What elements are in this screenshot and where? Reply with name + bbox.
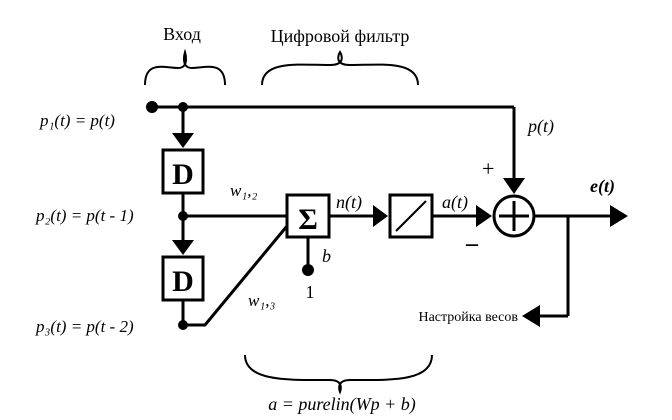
delay-block-1 <box>161 148 205 195</box>
weight-label-w13: w₁,₃ <box>248 291 275 310</box>
plus-sign: + <box>482 156 494 181</box>
arrow-right-icon <box>476 205 492 227</box>
weight-label-w12: w₁,₂ <box>230 181 257 200</box>
arrow-down-icon <box>503 178 525 194</box>
arrow-left-icon <box>522 305 540 327</box>
net-label: n(t) <box>336 192 362 213</box>
bottom-brace <box>244 354 433 395</box>
digital-filter-heading: Цифровой фильтр <box>271 26 410 46</box>
arrow-down-icon <box>172 133 194 148</box>
bias-terminal <box>302 264 314 276</box>
formula: a = purelin(Wp + b) <box>268 394 416 415</box>
arrow-down-icon <box>172 240 194 255</box>
input-heading: Вход <box>163 24 201 44</box>
feedback-label: Настройка весов <box>418 310 518 325</box>
error-label: e(t) <box>590 176 615 197</box>
input-label-p1: p₁(t) = p(t) <box>39 111 115 130</box>
linear-transfer-icon <box>395 200 427 232</box>
arrow-right-icon <box>373 205 388 227</box>
bias-label: b <box>322 246 331 266</box>
delay-label-1: D <box>172 158 194 191</box>
input-label-p3: p₃(t) = p(t - 2) <box>35 317 134 336</box>
minus-sign: – <box>465 231 479 257</box>
sigma-icon: Σ <box>298 203 318 236</box>
filter-brace <box>261 50 419 86</box>
weight-line-w13 <box>183 225 289 327</box>
target-label: p(t) <box>526 116 554 137</box>
input-brace <box>144 48 226 86</box>
bias-input-label: 1 <box>306 282 315 302</box>
arrow-right-icon <box>610 205 628 227</box>
activation-label: a(t) <box>442 192 468 213</box>
input-label-p2: p₂(t) = p(t - 1) <box>35 206 134 225</box>
delay-label-2: D <box>172 265 194 298</box>
